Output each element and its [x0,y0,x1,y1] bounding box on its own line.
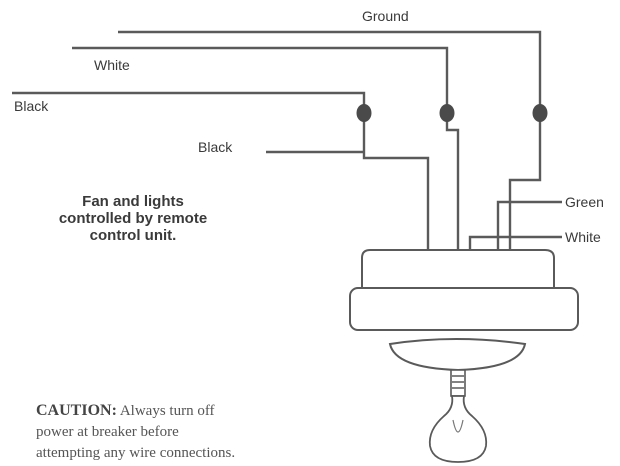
remote-control-note: Fan and lights controlled by remote cont… [12,193,254,244]
wire-connector-ground [532,104,548,122]
caution-heading: CAUTION: [36,402,117,419]
fixture-ground-wire [508,120,542,250]
black-label-top: Black [14,98,49,114]
white-lead [468,235,562,250]
fixture-black-wire [266,108,430,250]
fixture-white-wire [445,120,460,250]
white-label-right: White [565,229,601,245]
note-line: controlled by remote [58,210,208,227]
light-bulb [428,395,488,463]
ground-label: Ground [362,8,409,24]
fan-canopy [349,249,579,331]
wire-connector-white [439,104,455,122]
note-line: control unit. [89,227,177,244]
bulb-socket [450,369,466,397]
green-lead [496,200,562,250]
caution-note: CAUTION: Always turn off power at breake… [36,400,336,464]
green-label: Green [565,194,604,210]
white-label-top: White [94,57,130,73]
black-label-mid: Black [198,139,233,155]
black-supply-wire [12,91,366,110]
note-line: Fan and lights [82,193,184,210]
ground-wire [118,30,542,110]
caution-line-2: power at breaker before [36,424,179,440]
white-supply-wire [72,46,449,110]
caution-line-1: Always turn off [119,403,215,419]
wire-connector-black [356,104,372,122]
caution-line-3: attempting any wire connections. [36,445,236,461]
light-kit-dome [388,338,527,372]
bulb-filament [452,419,464,433]
